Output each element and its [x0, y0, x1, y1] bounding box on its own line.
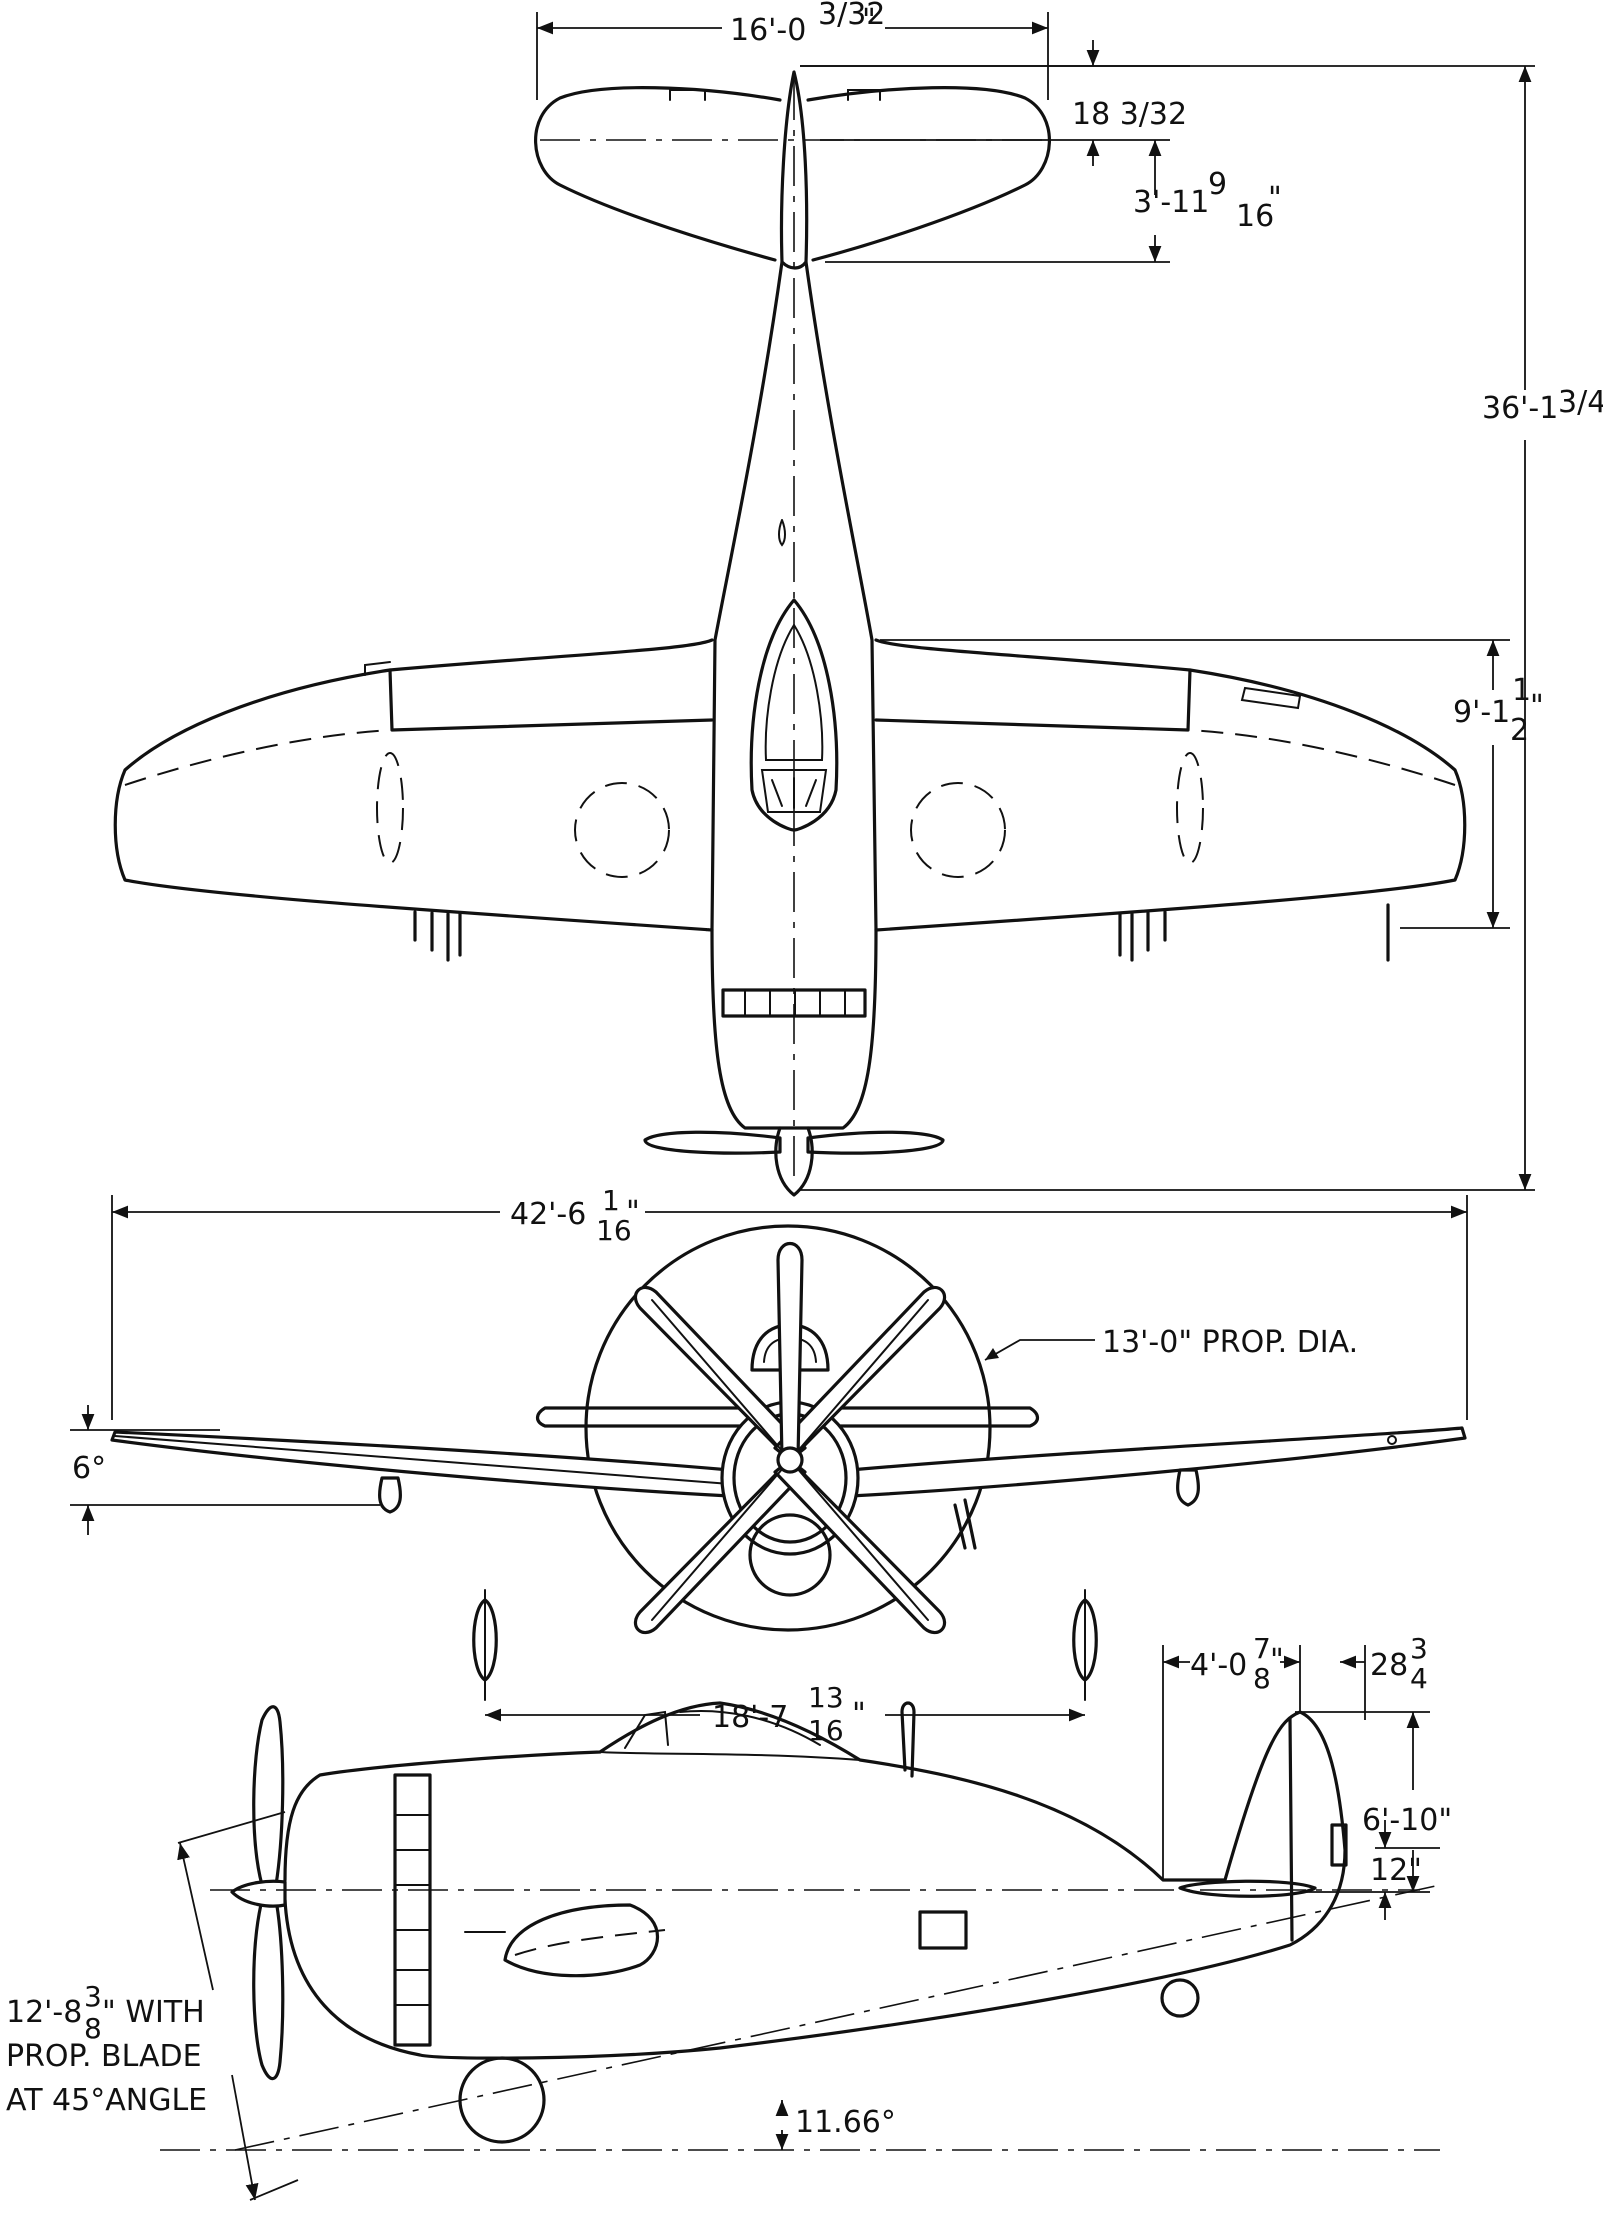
fin-chord-num: 3: [1410, 1632, 1428, 1665]
prop-diameter-label: 13'-0" PROP. DIA.: [1102, 1325, 1358, 1360]
prop-height-line3: AT 45°ANGLE: [6, 2083, 207, 2118]
stab-span-inch: ": [862, 3, 876, 38]
wing-chord-whole: 9'-1: [1453, 695, 1510, 730]
stab-offset-label: 18 3/32: [1072, 97, 1187, 132]
side-view: 4'-0 7 8 " 28 3 4 6'-10" 12": [6, 1632, 1452, 2201]
wingspan-inch: ": [626, 1195, 640, 1230]
fin-chord-den: 4: [1410, 1662, 1428, 1695]
right-wing-top: [874, 638, 1467, 932]
wing-chord-num: 1: [1512, 673, 1531, 708]
height-label: 6'-10": [1362, 1803, 1452, 1838]
overall-length-whole: 36'-1: [1482, 391, 1558, 426]
stab-chord-inch: ": [1268, 181, 1282, 216]
wingspan-den: 16: [596, 1214, 632, 1247]
gear-track-num: 13: [808, 1681, 844, 1714]
fin-chord-whole: 28: [1370, 1648, 1408, 1683]
top-view: 16'-0 3/32 " 18 3/32 3'-11 9 16 " 36'-1 …: [113, 0, 1603, 1197]
stab-chord-den: 16: [1236, 199, 1274, 234]
front-view: 42'-6 1 16 " 13'-0" PROP. DIA.: [70, 1184, 1468, 1747]
canopy-top: [749, 598, 839, 832]
prop-height-line2: PROP. BLADE: [6, 2039, 202, 2074]
tail-offset-label: 12": [1370, 1853, 1422, 1888]
left-wing-top: [113, 638, 714, 932]
stab-chord-whole: 3'-11: [1133, 185, 1209, 220]
ground-angle-label: 11.66°: [795, 2105, 896, 2140]
wing-chord-inch: ": [1530, 689, 1544, 724]
fuselage-top: [710, 260, 878, 1130]
prop-height-den: 8: [84, 2012, 102, 2045]
gear-track-inch: ": [852, 1697, 866, 1732]
stab-span-frac: 3/32: [818, 0, 885, 32]
stab-span-whole: 16'-0: [730, 13, 806, 48]
propeller-side: [252, 1705, 285, 1887]
main-wheel-side: [458, 2056, 546, 2144]
fin-offset-num: 7: [1253, 1632, 1271, 1665]
prop-height-num: 3: [84, 1980, 102, 2013]
dihedral-label: 6°: [72, 1451, 106, 1486]
wing-chord-den: 2: [1510, 713, 1529, 748]
overall-length-frac: 3/4: [1558, 385, 1603, 420]
prop-height-tail: " WITH: [102, 1995, 205, 2030]
fin-offset-den: 8: [1253, 1662, 1271, 1695]
wingspan-num: 1: [602, 1184, 620, 1217]
stab-chord-num: 9: [1208, 167, 1227, 202]
prop-height-line1: 12'-8: [6, 1995, 82, 2030]
right-horizontal-stabilizer: [806, 86, 1051, 262]
left-horizontal-stabilizer: [534, 86, 782, 262]
propeller-front: [633, 1242, 947, 1635]
fin-offset-whole: 4'-0: [1190, 1648, 1247, 1683]
wingspan-whole: 42'-6: [510, 1197, 586, 1232]
left-insignia: [574, 782, 670, 878]
wing-front: [110, 1430, 732, 1498]
fin-offset-inch: ": [1270, 1643, 1284, 1678]
right-insignia: [910, 782, 1006, 878]
prop-disc: [584, 1224, 992, 1632]
